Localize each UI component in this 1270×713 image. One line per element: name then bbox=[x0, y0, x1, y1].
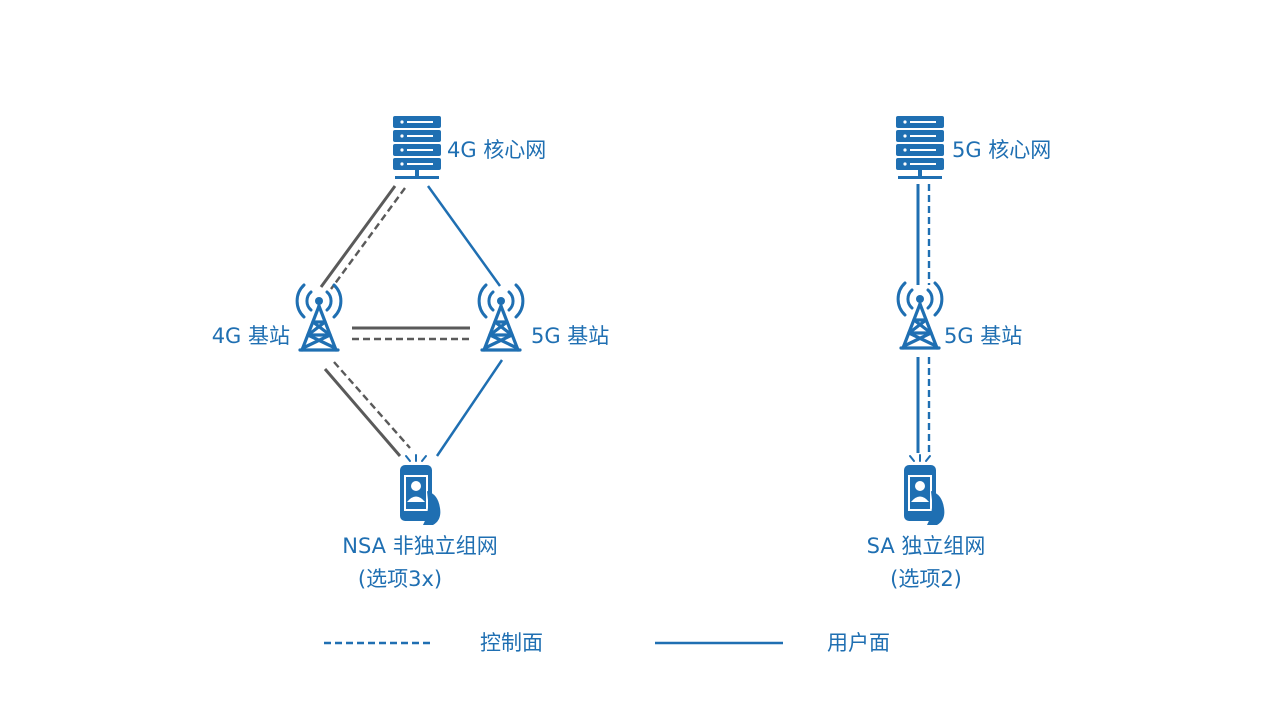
nsa-bs4g-ue-user-plane bbox=[323, 368, 402, 457]
nsa-phone-icon bbox=[399, 454, 442, 526]
nsa-5g-tower-icon bbox=[477, 283, 525, 352]
nsa-bs-4g-label: 4G 基站 bbox=[211, 324, 290, 348]
nsa-bs-5g-label: 5G 基站 bbox=[531, 324, 610, 348]
nsa-core4g-bs5g-user-plane bbox=[426, 185, 502, 287]
nsa-core4g-bs4g-control-plane bbox=[330, 187, 406, 290]
sa-phone-icon bbox=[903, 454, 946, 526]
nsa-option: (选项3x) bbox=[357, 567, 443, 591]
nsa-4g-tower-icon bbox=[295, 283, 343, 352]
sa-bs-5g-label: 5G 基站 bbox=[944, 324, 1023, 348]
core-4g-label: 4G 核心网 bbox=[447, 138, 547, 162]
nsa-bs4g-ue-control-plane bbox=[333, 361, 411, 449]
sa-option: (选项2) bbox=[890, 567, 962, 591]
legend-control-plane-label: 控制面 bbox=[480, 631, 543, 655]
core-5g-server-icon bbox=[896, 116, 944, 179]
sa-title: SA 独立组网 bbox=[866, 534, 986, 558]
nsa-title: NSA 非独立组网 bbox=[342, 534, 498, 558]
nsa-core4g-bs4g-user-plane bbox=[319, 185, 397, 288]
sa-5g-tower-icon bbox=[896, 281, 944, 350]
core-5g-label: 5G 核心网 bbox=[952, 138, 1052, 162]
core-4g-server-icon bbox=[393, 116, 441, 179]
legend-user-plane-label: 用户面 bbox=[827, 631, 890, 655]
nsa-bs5g-ue-user-plane bbox=[435, 359, 504, 457]
